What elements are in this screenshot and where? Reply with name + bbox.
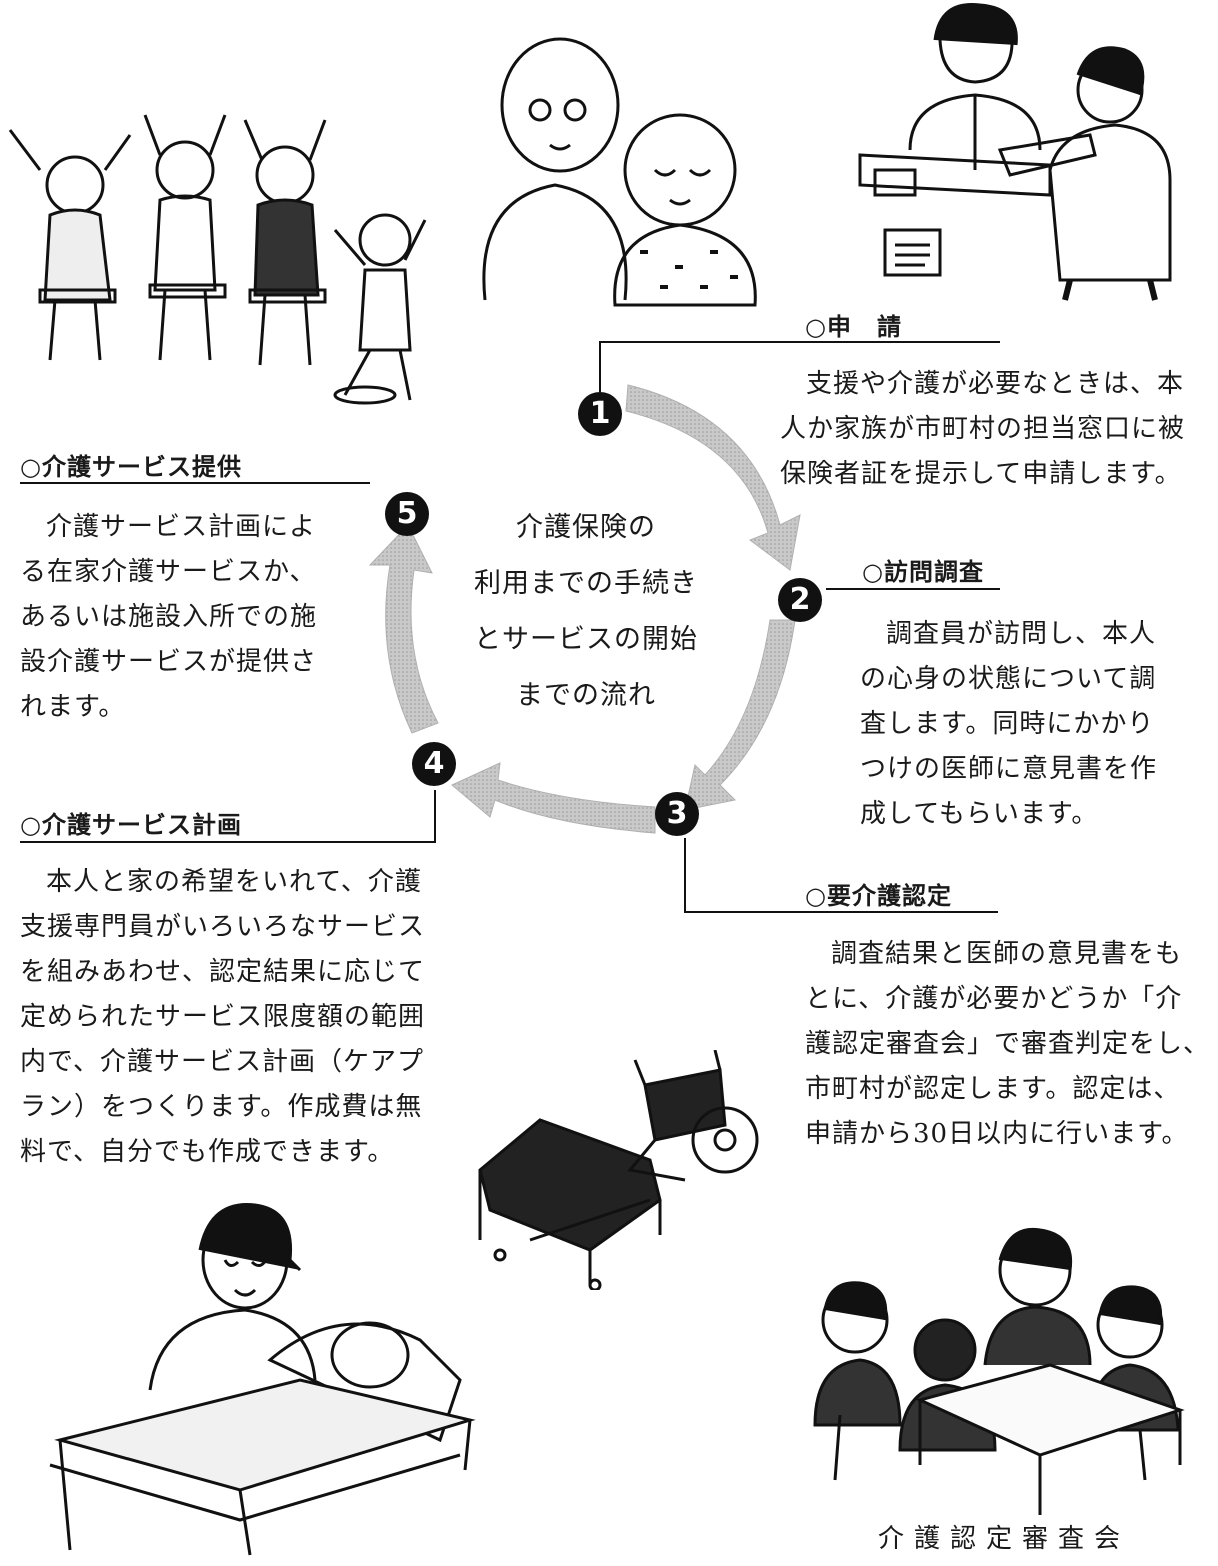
step-4-title: ○介護サービス計画 [20, 811, 242, 839]
step-4-badge: 4 [412, 742, 456, 786]
step-3-line: 申請から30日以内に行います。 [805, 1119, 1189, 1149]
exercise-group-illustration [8, 114, 427, 405]
wheelchair-bed-illustration [478, 1050, 759, 1290]
step-3-line: 市町村が認定します。認定は、 [805, 1074, 1181, 1104]
step-3-description: 調査結果と医師の意見書をも とに、介護が必要かどうか「介 護認定審査会」で審査判… [805, 932, 1215, 1157]
application-counter-illustration [858, 2, 1172, 301]
step-3-line: とに、介護が必要かどうか「介 [805, 984, 1183, 1014]
cycle-arrows [368, 384, 801, 834]
flow-title: 介護保険の 利用までの手続き とサービスの開始 までの流れ [448, 500, 724, 724]
step-3-line: 調査結果と医師の意見書をも [831, 939, 1183, 969]
step-3-title: ○要介護認定 [805, 882, 952, 910]
flow-title-line: 利用までの手続き [474, 568, 698, 599]
step-2-badge: 2 [778, 578, 822, 622]
step-4-line: ラン）をつくります。作成費は無 [20, 1092, 423, 1122]
step-2-line: 査します。同時にかかり [860, 709, 1155, 739]
step-4-line: 支援専門員がいろいろなサービス [20, 912, 426, 942]
step-4-line: 定められたサービス限度額の範囲 [20, 1002, 426, 1032]
step-2-description: 調査員が訪問し、本人 の心身の状態について調 査します。同時にかかり つけの医師… [860, 612, 1180, 837]
step-2-title: ○訪問調査 [862, 558, 984, 586]
step-2-line: つけの医師に意見書を作 [860, 754, 1158, 784]
step-4-description: 本人と家の希望をいれて、介護 支援専門員がいろいろなサービス を組みあわせ、認定… [20, 860, 450, 1175]
step-1-line: 保険者証を提示して申請します。 [780, 459, 1182, 489]
step-5-description: 介護サービス計画によ る在家介護サービスか、 あるいは施設入所での施 設介護サー… [20, 505, 350, 730]
flow-title-line: までの流れ [516, 680, 656, 711]
committee-caption: 介護認定審査会 [878, 1524, 1131, 1554]
flow-title-line: とサービスの開始 [474, 624, 698, 655]
step-1-description: 支援や介護が必要なときは、本 人か家族が市町村の担当窓口に被 保険者証を提示して… [780, 362, 1210, 497]
certification-committee-illustration [813, 1227, 1185, 1515]
arrow-1-to-2 [625, 384, 801, 571]
step-2-line: の心身の状態について調 [860, 664, 1157, 694]
step-5-line: 設介護サービスが提供さ [20, 647, 318, 677]
step-3-badge: 3 [655, 792, 699, 836]
connector-step-3 [684, 838, 998, 913]
step-5-title: ○介護サービス提供 [20, 453, 242, 481]
step-5-badge: 5 [385, 492, 429, 536]
step-5-line: 介護サービス計画によ [46, 512, 317, 542]
step-1-title: ○申 請 [805, 313, 902, 341]
step-4-line: 本人と家の希望をいれて、介護 [46, 867, 422, 897]
arrow-2-to-3 [684, 619, 796, 811]
flow-title-line: 介護保険の [516, 512, 656, 543]
step-5-line: あるいは施設入所での施 [20, 602, 318, 632]
step-3-line: 護認定審査会」で審査判定をし、 [805, 1029, 1211, 1059]
step-5-line: る在家介護サービスか、 [20, 557, 317, 587]
step-5-line: れます。 [20, 692, 126, 722]
step-4-line: 料で、自分でも作成できます。 [20, 1137, 395, 1167]
step-2-line: 成してもらいます。 [860, 799, 1099, 829]
bedside-care-illustration [49, 1203, 476, 1556]
step-2-line: 調査員が訪問し、本人 [886, 619, 1157, 649]
step-1-line: 支援や介護が必要なときは、本 [806, 369, 1185, 399]
connector-step-1 [599, 341, 1000, 392]
step-4-line: 内で、介護サービス計画（ケアプ [20, 1047, 424, 1077]
connector-step-4 [20, 790, 436, 843]
step-4-line: を組みあわせ、認定結果に応じて [20, 957, 426, 987]
step-1-line: 人か家族が市町村の担当窓口に被 [780, 414, 1186, 444]
elderly-couple-illustration [482, 37, 757, 307]
step-1-badge: 1 [578, 392, 622, 436]
arrow-3-to-4 [451, 762, 656, 834]
